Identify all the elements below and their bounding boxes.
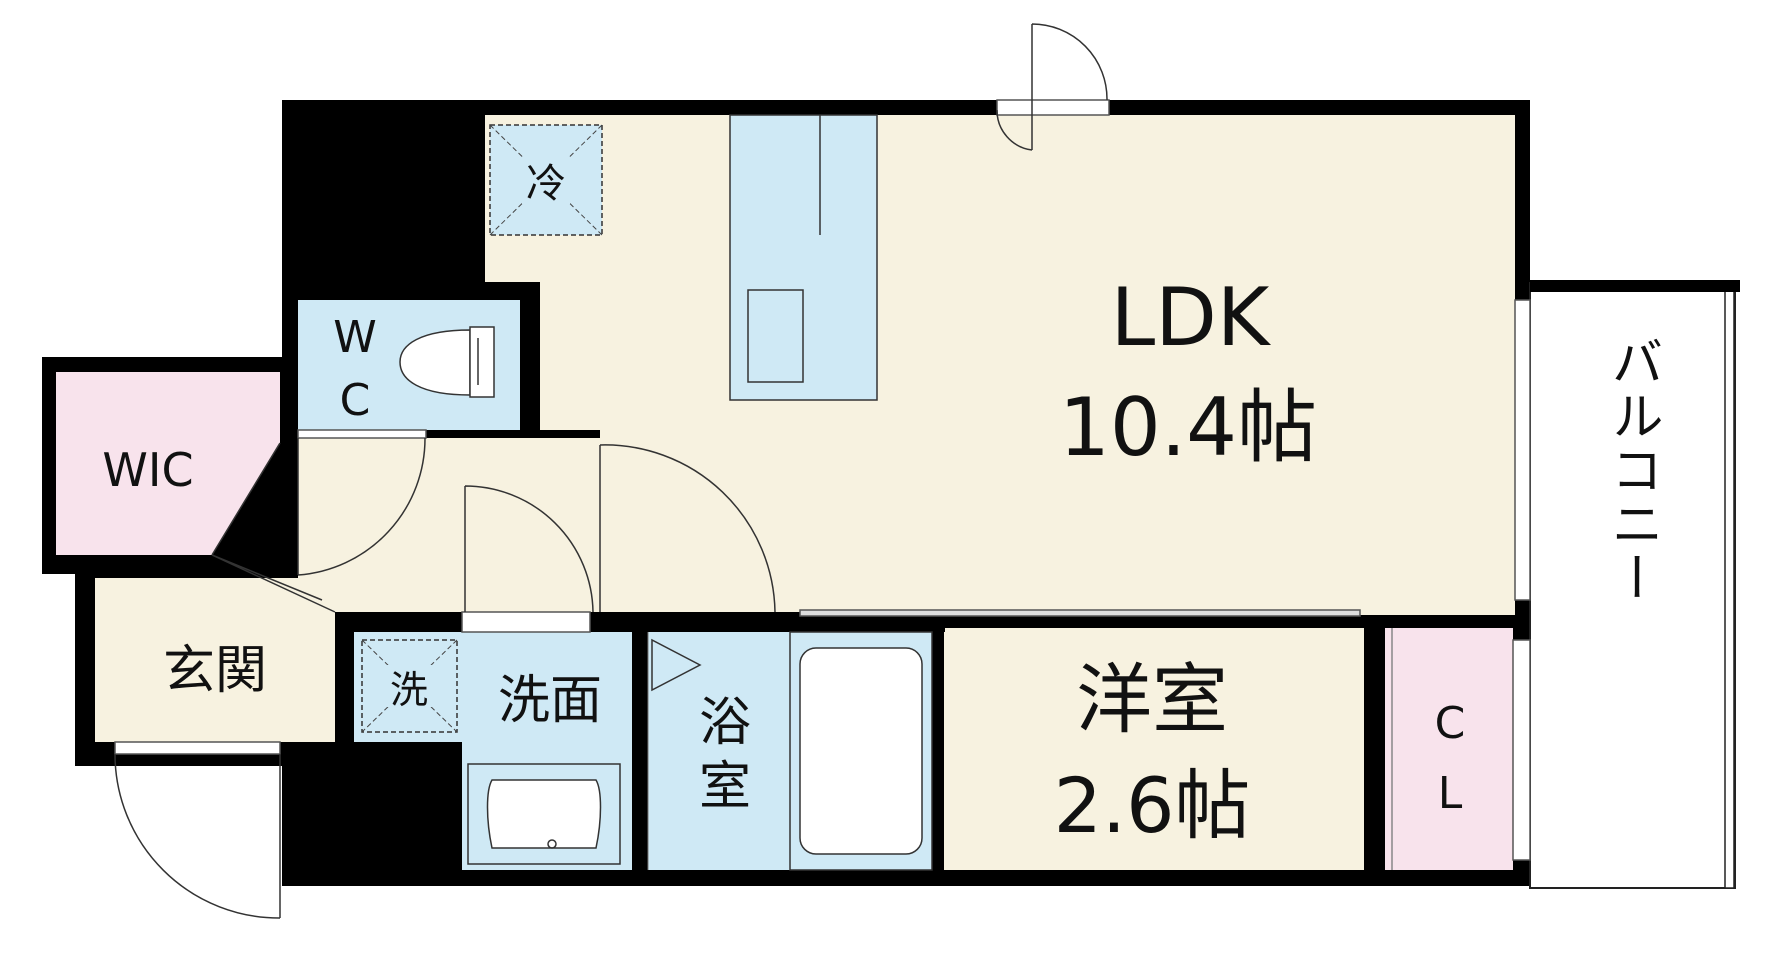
washing-machine [361, 639, 458, 733]
wall-wc-right [520, 282, 540, 432]
ldk-top-door-arc [996, 109, 1033, 151]
closet-floor [1385, 628, 1513, 870]
entrance-floor [95, 578, 335, 742]
bathroom-label-1: 浴 [699, 693, 751, 753]
washroom-corner-wall [282, 742, 462, 886]
entrance-label: 玄関 [163, 641, 267, 701]
ldk-top-door [1031, 23, 1108, 150]
wash-basin-icon [467, 763, 621, 865]
western-room-name: 洋室 [1076, 655, 1228, 744]
entrance-door [114, 753, 281, 919]
bath-door-icon [651, 638, 702, 692]
room-labels: LDK 10.4帖 洋室 2.6帖 WIC W C 玄関 洗面 浴 室 C L … [102, 161, 1662, 850]
wall-bath-room [932, 618, 944, 870]
wc-label-w: W [333, 312, 377, 363]
ldk-size: 10.4帖 [1059, 381, 1317, 474]
sliding-door-track [799, 609, 1361, 617]
wc-door-gap [297, 429, 427, 439]
windows [114, 99, 1531, 861]
ldk-floor [485, 115, 1515, 618]
wic-label: WIC [102, 443, 193, 497]
wall-wc-bottom [298, 430, 600, 438]
doors [114, 23, 1108, 919]
refrigerator [489, 124, 603, 236]
hall-door-gap [461, 611, 591, 633]
ldk-door [599, 444, 776, 613]
ldk-name: LDK [1111, 271, 1272, 364]
western-room-size: 2.6帖 [1054, 761, 1251, 850]
wall-room-top [944, 615, 1364, 628]
balcony-top-wall [1530, 280, 1740, 292]
balcony-rail [1724, 282, 1735, 889]
closet-balcony-window [1512, 639, 1531, 861]
wic-floor [56, 372, 280, 555]
ldk-top-window [996, 99, 1110, 116]
western-room-floor [944, 628, 1364, 870]
fixtures [361, 114, 1393, 871]
ldk-balcony-window [1514, 299, 1531, 601]
hallway-floor [298, 438, 600, 618]
wall-wash-bath [632, 632, 648, 870]
washroom-label: 洗面 [498, 671, 602, 731]
wall-room-closet [1364, 615, 1385, 870]
wc-door [297, 437, 426, 576]
wic-door [211, 442, 336, 613]
kitchen-sink [747, 289, 804, 383]
washing-machine-label: 洗 [390, 668, 428, 712]
entrance-door-gap [114, 741, 281, 755]
toilet-icon [399, 326, 495, 398]
room-floors [56, 115, 1740, 889]
bathroom-label-2: 室 [699, 757, 751, 817]
balcony-floor [1529, 282, 1736, 889]
hall-door [464, 485, 594, 613]
balcony-label: バルコニー [1602, 335, 1662, 605]
refrigerator-label: 冷 [526, 161, 566, 207]
wc-label-c: C [340, 375, 371, 426]
closet-label-l: L [1438, 768, 1463, 819]
bathtub-icon [789, 631, 933, 871]
closet-label-c: C [1435, 698, 1466, 749]
wall-entrance-top [95, 570, 275, 578]
